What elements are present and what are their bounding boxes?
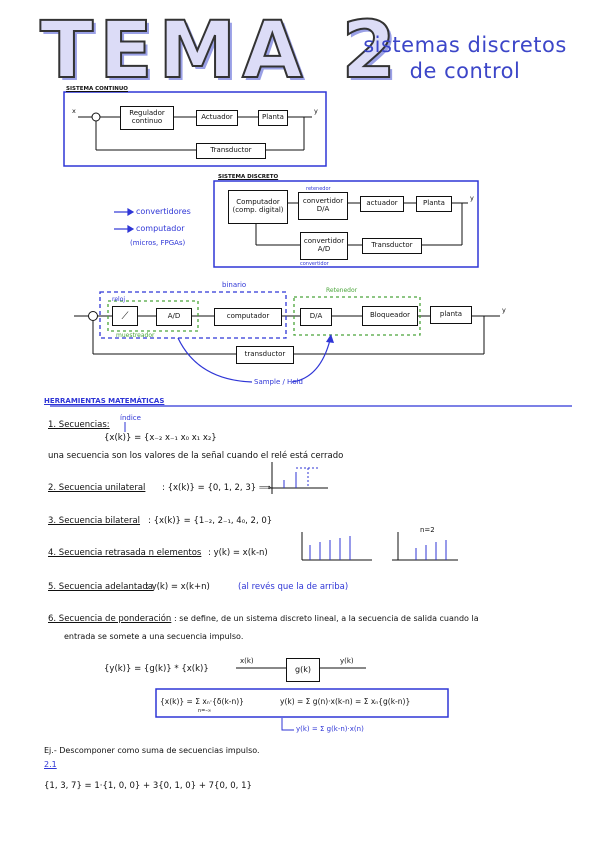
d2-output-label: y <box>470 194 474 202</box>
item3-label: 3. Secuencia bilateral <box>48 516 141 526</box>
block-transducer-d1: Transductor <box>196 143 266 159</box>
block-transducer-d2: Transductor <box>362 238 422 254</box>
item2-formula: : {x(k)} = {0, 1, 2, 3} ⟹ <box>162 483 272 493</box>
item4-formula: : y(k) = x(k-n) <box>208 548 268 558</box>
block-actuator-d2: actuador <box>360 196 404 212</box>
item5-formula: : y(k) = x(k+n) <box>146 582 210 592</box>
math-tools-heading: HERRAMIENTAS MATEMÁTICAS <box>44 397 165 405</box>
page-title: TEMA 2 <box>39 6 402 96</box>
clock-label: reloj <box>112 296 126 303</box>
block-plant-d1: Planta <box>258 110 288 126</box>
item6-text-2: entrada se somete a una secuencia impuls… <box>64 632 244 641</box>
sampler-frame <box>107 300 199 332</box>
binary-domain-frame <box>99 291 287 339</box>
example-formula: {1, 3, 7} = 1·{1, 0, 0} + 3{0, 1, 0} + 7… <box>44 781 252 791</box>
block-output-label: y(k) <box>340 657 354 665</box>
block-switch: ⟋ <box>112 306 138 326</box>
legend-micros: (micros, FPGAs) <box>130 239 186 247</box>
boxed-formula-frame <box>155 688 449 718</box>
example-number: 2.1 <box>44 760 57 769</box>
sample-hold-arc-right <box>291 339 331 383</box>
page-subtitle: sistemas discretos de control <box>355 32 575 84</box>
block-computer-label: Computador (comp. digital) <box>232 198 284 214</box>
converter-note: convertidor <box>300 261 329 267</box>
block-computer: Computador (comp. digital) <box>228 190 288 224</box>
retainer-green-label: Retenedor <box>326 287 358 294</box>
sampler-label: muestreador <box>116 332 155 339</box>
delay-graph-left <box>301 532 372 561</box>
item4-label: 4. Secuencia retrasada n elementos <box>48 548 202 558</box>
item1-description: una secuencia son los valores de la seña… <box>48 451 344 461</box>
retainer-frame <box>293 296 421 336</box>
boxed-formula-1: {x(k)} = Σ xₙ·{δ(k-n)} <box>160 697 244 706</box>
continuous-system-frame <box>63 91 327 167</box>
item5-note: (al revés que la de arriba) <box>238 582 349 592</box>
block-input-label: x(k) <box>240 657 254 665</box>
item5-label: 5. Secuencia adelantada <box>48 582 153 592</box>
sample-hold-arc-left <box>177 337 253 383</box>
block-continuous-regulator: Regulador continuo <box>120 106 174 130</box>
block-plant-d3: planta <box>430 306 472 324</box>
item3-formula: : {x(k)} = {1₋₂, 2₋₁, 4₀, 2, 0} <box>148 516 273 526</box>
block-ad-converter: convertidor A/D <box>300 232 348 260</box>
continuous-system-wires <box>78 112 312 151</box>
item1-index-note: índice <box>120 414 141 422</box>
block-actuator-d1: Actuador <box>196 110 238 126</box>
block-g: g(k) <box>286 658 320 682</box>
item2-label: 2. Secuencia unilateral <box>48 483 146 493</box>
discrete-system-wires <box>255 202 468 246</box>
boxed-formula-3: y(k) = Σ g(k-n)·x(n) <box>296 725 364 733</box>
block-blocker: Bloqueador <box>362 306 418 326</box>
item1-formula: {x(k)} = {x₋₂ x₋₁ x₀ x₁ x₂} <box>104 433 217 443</box>
legend-converters: convertidores <box>136 207 191 216</box>
continuous-system-label: SISTEMA CONTINUO <box>66 86 128 92</box>
legend-computer: computador <box>136 224 185 233</box>
sum-limits: n=-∞ <box>198 708 212 714</box>
example-label: Ej.- Descomponer como suma de secuencias… <box>44 746 260 755</box>
block-ad-d3: A/D <box>156 308 192 326</box>
sample-hold-label: Sample / Hold <box>254 378 303 386</box>
block-transducer-d3: transductor <box>236 346 294 364</box>
block-computer-d3: computador <box>214 308 282 326</box>
d1-input-label: x <box>72 107 76 115</box>
discrete-system-label: SISTEMA DISCRETO <box>218 174 279 180</box>
delay-graph-right <box>392 532 458 561</box>
convolution-equation: {y(k)} = {g(k)} * {x(k)} <box>104 664 209 674</box>
item6-text-1: : se define, de un sistema discreto line… <box>174 614 479 623</box>
d3-output-label: y <box>502 306 506 314</box>
block-da-d3: D/A <box>300 308 332 326</box>
block-plant-d2: Planta <box>416 196 452 212</box>
d1-output-label: y <box>314 107 318 115</box>
item1-label: 1. Secuencias: <box>48 420 110 430</box>
discrete-system-frame <box>213 180 479 268</box>
boxed-formula-2: y(k) = Σ g(n)·x(k-n) = Σ xₙ{g(k-n)} <box>280 697 411 706</box>
item6-label: 6. Secuencia de ponderación <box>48 614 172 624</box>
retainer-note: retenedor <box>306 186 331 192</box>
block-da-converter: convertidor D/A <box>298 192 348 220</box>
unilateral-graph <box>268 462 328 494</box>
digital-loop-wires <box>74 311 500 355</box>
subtitle-line-2: de control <box>409 59 521 83</box>
subtitle-line-1: sistemas discretos <box>363 33 567 57</box>
legend-arrows <box>114 207 135 234</box>
binary-label: binario <box>222 281 247 289</box>
item4-n-note: n=2 <box>420 526 435 534</box>
boxed-arrow <box>281 718 294 731</box>
